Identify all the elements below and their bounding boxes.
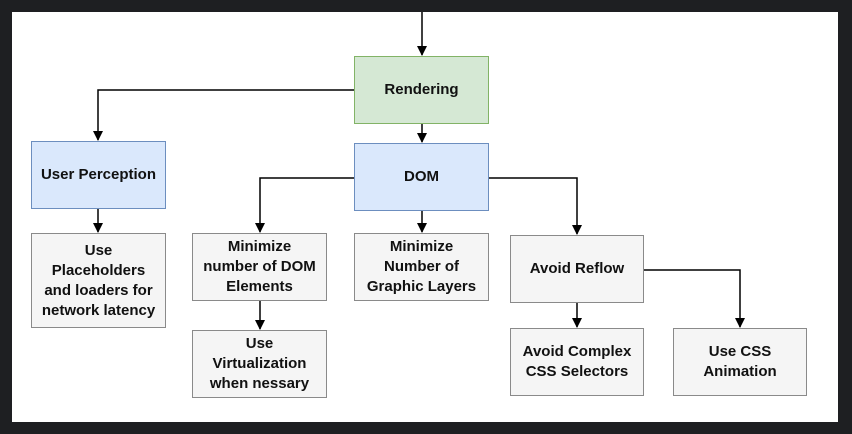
node-avoid-complex-css-selectors: Avoid Complex CSS Selectors <box>510 328 644 396</box>
node-avoid-reflow: Avoid Reflow <box>510 235 644 303</box>
arrow-rendering-to-user-perception <box>93 89 354 141</box>
arrow-avoid-reflow-to-css-animation <box>644 269 745 328</box>
node-minimize-graphic-layers: Minimize Number of Graphic Layers <box>354 233 489 301</box>
node-use-css-animation: Use CSS Animation <box>673 328 807 396</box>
connector-layer <box>93 12 745 330</box>
node-user-perception: User Perception <box>31 141 166 209</box>
node-use-placeholders: Use Placeholders and loaders for network… <box>31 233 166 328</box>
arrow-dom-to-minimize-dom <box>255 177 354 233</box>
node-rendering: Rendering <box>354 56 489 124</box>
arrow-dom-to-avoid-reflow <box>489 177 582 235</box>
node-minimize-dom-elements: Minimize number of DOM Elements <box>192 233 327 301</box>
node-dom: DOM <box>354 143 489 211</box>
diagram-canvas: Rendering User Perception DOM Use Placeh… <box>12 12 838 422</box>
node-use-virtualization: Use Virtualization when nessary <box>192 330 327 398</box>
